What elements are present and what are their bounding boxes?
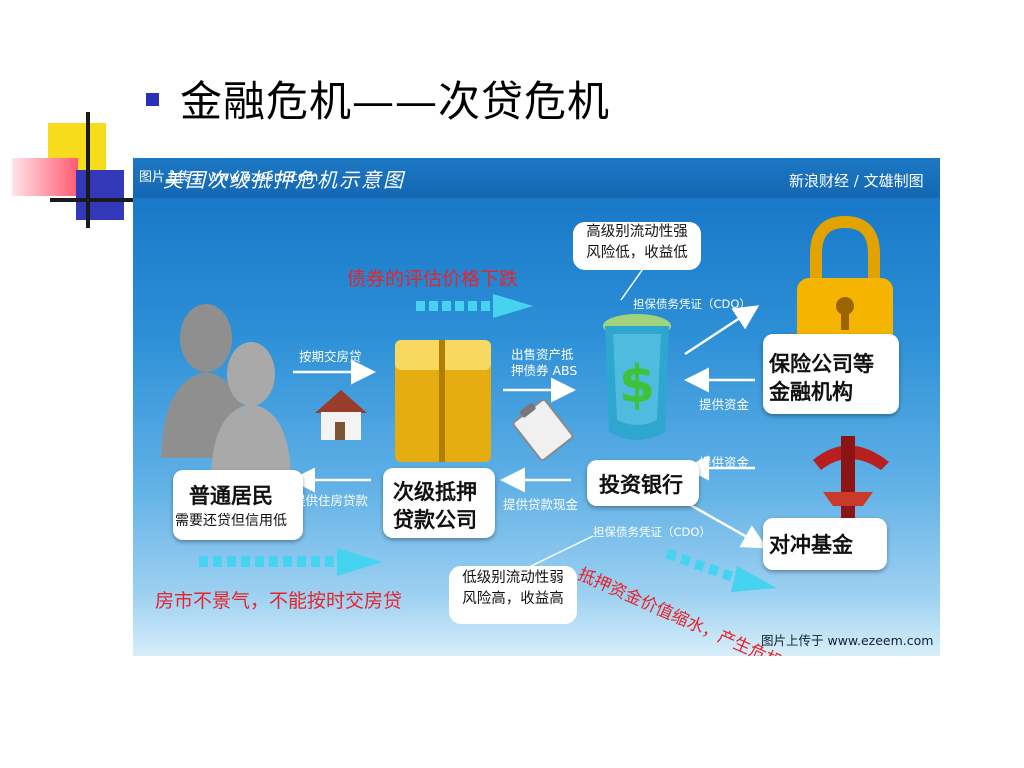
flow-provide-cash: 提供贷款现金 (503, 497, 579, 512)
callout-top-line2: 风险低，收益低 (586, 245, 688, 261)
decor-vertical-line (86, 112, 90, 228)
upload-caption: 图片上传于 www.ezeem.com (139, 170, 319, 185)
bank-box (587, 460, 699, 506)
residents-box (173, 470, 303, 540)
bond-price-drop-text: 债券的评估价格下跌 (347, 268, 519, 290)
subprime-crisis-diagram: 美国次级抵押危机示意图 图片上传于 www.ezeem.com 新浪财经 / 文… (133, 158, 940, 656)
flow-pay-mortgage: 按期交房贷 (299, 349, 362, 364)
insurer-label-2: 金融机构 (769, 380, 853, 404)
flow-provide-loan: 提供住房贷款 (293, 493, 369, 508)
hedge-box (763, 518, 887, 570)
credit-text: 新浪财经 / 文雄制图 (789, 172, 924, 190)
flow-sell-assets-1: 出售资产抵 (511, 347, 574, 362)
diagram-banner (133, 158, 940, 198)
banner-script-title: 美国次级抵押危机示意图 (163, 168, 405, 192)
lender-label-2: 贷款公司 (393, 508, 477, 532)
decor-blue-square (76, 170, 124, 220)
insurer-box (763, 334, 899, 414)
flow-cdo-bottom: 担保债务凭证（CDO） (593, 525, 711, 539)
residents-sublabel: 需要还贷但信用低 (175, 513, 287, 529)
flow-funds-insurer: 提供资金 (699, 397, 750, 412)
bank-label: 投资银行 (599, 473, 683, 497)
callout-junior-tranche: 低级别流动性弱 风险高，收益高 (449, 566, 577, 624)
insurer-label-1: 保险公司等 (769, 352, 874, 376)
flow-funds-hedge: 提供资金 (699, 455, 750, 470)
callout-bottom-line1: 低级别流动性弱 (462, 570, 564, 586)
hedge-label: 对冲基金 (769, 533, 853, 557)
slide-title: 金融危机——次贷危机 (180, 77, 611, 126)
callout-bottom-line2: 风险高，收益高 (462, 591, 564, 607)
lender-box (383, 468, 495, 538)
housing-slump-text: 房市不景气，不能按时交房贷 (155, 590, 403, 612)
residents-label: 普通居民 (189, 484, 273, 508)
lender-label-1: 次级抵押 (393, 480, 477, 504)
callout-senior-tranche: 高级别流动性强 风险低，收益低 (573, 222, 701, 270)
watermark-text: 图片上传于 www.ezeem.com (761, 633, 934, 648)
decor-pink-bar (12, 158, 78, 196)
flow-cdo-top: 担保债务凭证（CDO） (633, 297, 751, 311)
svg-text:$: $ (619, 355, 655, 415)
flow-arrows: $ (161, 215, 893, 592)
title-bullet-icon (146, 93, 159, 106)
decor-horizontal-line (50, 198, 140, 202)
flow-sell-assets-2: 押债券 ABS (511, 363, 578, 378)
callout-top-line1: 高级别流动性强 (586, 224, 688, 240)
